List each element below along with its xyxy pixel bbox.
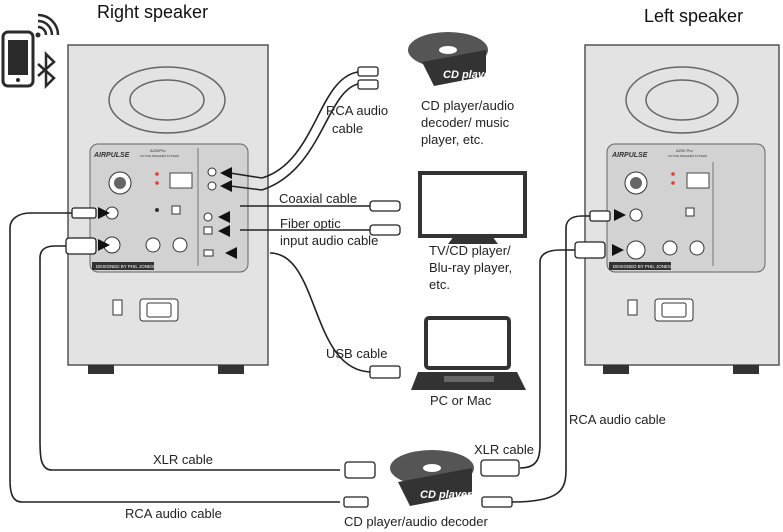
arrow-left-rca (614, 209, 626, 221)
xlr-cable-bottom-line (39, 245, 340, 471)
tv-icon (418, 171, 527, 244)
cd-top-label-line1: CD player/audio (421, 98, 515, 113)
left-panel-brand: AIRPULSE (611, 152, 648, 159)
cd-bottom-label: CD player/audio decoder (344, 514, 488, 529)
arrow-coaxial (218, 211, 230, 223)
rca-bottom-label: RCA audio cable (125, 506, 222, 521)
arrow-rca-top-a (220, 167, 232, 179)
fiber-label-line2: input audio cable (280, 233, 379, 248)
usb-label: USB cable (326, 346, 388, 361)
laptop-icon (411, 316, 526, 390)
rca-top-label-line2: cable (332, 121, 364, 136)
xlr-bottom-label: XLR cable (153, 452, 213, 467)
usb-cable-line (269, 252, 373, 373)
xlr-right-label: XLR cable (474, 442, 534, 457)
cd-bottom-badge-text: CD player (420, 489, 472, 501)
right-panel-subtitle: ACTIVE SPEAKER SYSTEM (140, 154, 180, 158)
tv-label-line2: Blu-ray player, (429, 260, 513, 275)
xlr-plug-speaker-right (65, 237, 97, 255)
rca-cable-top-c (229, 172, 263, 179)
coaxial-label: Coaxial cable (279, 191, 358, 206)
left-panel-footer: DESIGNED BY PHIL JONES (613, 264, 671, 269)
left-panel-model: A200 Pro (676, 148, 693, 153)
smartphone-icon (1, 30, 35, 88)
right-panel-footer: DESIGNED BY PHIL JONES (96, 264, 154, 269)
xlr-plug-bottom (344, 461, 376, 479)
arrow-fiber (218, 225, 230, 237)
rca-cable-right-line (511, 215, 592, 503)
bluetooth-icon (37, 50, 56, 90)
cd-player-bottom-icon: CD player (390, 450, 474, 506)
rca-cable-top-b (261, 83, 359, 191)
right-panel-model: A200Pro (150, 148, 166, 153)
right-panel-brand: AIRPULSE (93, 152, 130, 159)
left-speaker: AIRPULSE A200 Pro ACTIVE SPEAKER SYSTEM … (584, 44, 780, 374)
left-panel-subtitle: ACTIVE SPEAKER SYSTEM (668, 154, 708, 158)
xlr-plug-right (480, 459, 520, 477)
right-speaker-title: Right speaker (97, 2, 209, 22)
rca-top-label-line1: RCA audio (326, 103, 389, 118)
cd-top-label-line2: decoder/ music (421, 115, 510, 130)
arrow-left-xlr (612, 244, 624, 256)
fiber-label-line1: Fiber optic (280, 216, 341, 231)
cd-top-badge-text: CD player (443, 69, 495, 81)
wifi-icon (35, 13, 60, 38)
arrow-right-xlr (98, 239, 110, 251)
rca-cable-top-a (261, 71, 359, 179)
rca-plug-top-a (357, 66, 379, 77)
rca-cable-bottom-line (9, 212, 340, 503)
arrow-rca-top-b (220, 180, 232, 192)
rca-plug-bottom (343, 496, 369, 508)
tv-label-line1: TV/CD player/ (429, 243, 511, 258)
rca-right-label: RCA audio cable (569, 412, 666, 427)
rca-plug-speaker-left (589, 210, 611, 222)
cd-player-top-icon: CD player (408, 32, 495, 86)
xlr-plug-speaker-left (574, 241, 606, 259)
tv-label-line3: etc. (429, 277, 450, 292)
fiber-plug (369, 224, 401, 236)
coaxial-plug (369, 200, 401, 212)
right-speaker: AIRPULSE A200Pro ACTIVE SPEAKER SYSTEM D… (67, 44, 269, 374)
pc-label: PC or Mac (430, 393, 492, 408)
xlr-cable-right-line (519, 249, 580, 469)
arrow-right-rca (98, 207, 110, 219)
rca-plug-top-b (357, 79, 379, 90)
rca-plug-speaker-right (71, 207, 97, 219)
rca-cable-top-d (229, 185, 263, 191)
rca-plug-right (481, 496, 513, 508)
cd-top-label-line3: player, etc. (421, 132, 484, 147)
arrow-usb (225, 247, 237, 259)
left-xlr-input-port (626, 240, 646, 260)
left-rca-input-port (629, 208, 643, 222)
left-speaker-title: Left speaker (644, 6, 744, 26)
usb-plug (369, 365, 401, 379)
